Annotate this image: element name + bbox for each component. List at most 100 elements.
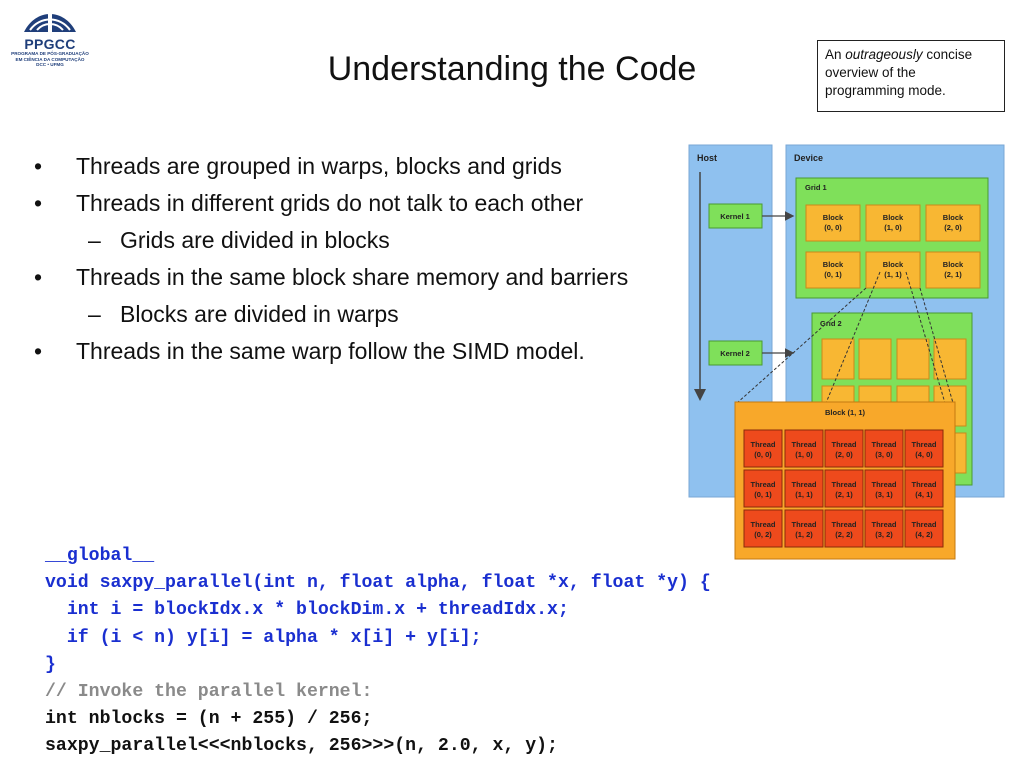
block-zoom-title: Block (1, 1): [825, 408, 866, 417]
ppgcc-logo: PPGCC PROGRAMA DE PÓS-GRADUAÇÃO EM CIÊNC…: [8, 6, 92, 68]
bullet-item: –Blocks are divided in warps: [34, 296, 684, 333]
logo-subtitle-line: PROGRAMA DE PÓS-GRADUAÇÃO: [11, 51, 89, 56]
thread-index-label: (0, 2): [754, 530, 772, 539]
block-word-label: Block: [823, 213, 844, 222]
grid1-block: [865, 204, 921, 242]
note-text: concise overview of the programming mode…: [825, 47, 973, 98]
bullet-item: •Threads are grouped in warps, blocks an…: [34, 148, 684, 185]
thread-index-label: (0, 1): [754, 490, 772, 499]
grid2-label: Grid 2: [820, 319, 842, 328]
grid2-block: [896, 338, 930, 380]
logo-emblem-icon: [24, 12, 76, 32]
note-emphasis: outrageously: [845, 47, 923, 62]
thread-cell: [784, 509, 824, 548]
thread-index-label: (3, 2): [875, 530, 893, 539]
thread-index-label: (1, 2): [795, 530, 813, 539]
thread-word-label: Thread: [831, 520, 856, 529]
zoom-line: [825, 271, 881, 404]
thread-word-label: Thread: [750, 480, 775, 489]
thread-index-label: (4, 1): [915, 490, 933, 499]
grid2-block: [858, 338, 892, 380]
thread-cell: [904, 429, 944, 468]
thread-cell: [824, 429, 864, 468]
thread-cell: [864, 469, 904, 508]
thread-cell: [864, 509, 904, 548]
bullet-dot-icon: •: [34, 190, 43, 216]
thread-word-label: Thread: [911, 480, 936, 489]
logo-dept: DCC • UFMG: [36, 62, 64, 67]
thread-word-label: Thread: [911, 520, 936, 529]
thread-cell: [784, 429, 824, 468]
bullet-text: Blocks are divided in warps: [120, 301, 399, 327]
bullet-dash-icon: –: [88, 301, 101, 327]
thread-word-label: Thread: [750, 440, 775, 449]
thread-word-label: Thread: [831, 480, 856, 489]
bullet-text: Threads in different grids do not talk t…: [76, 190, 584, 216]
block-index-label: (0, 0): [824, 223, 842, 232]
thread-word-label: Thread: [791, 480, 816, 489]
bullet-list: •Threads are grouped in warps, blocks an…: [34, 148, 684, 370]
bullet-text: Threads in the same block share memory a…: [76, 264, 629, 290]
thread-cell: [743, 469, 783, 508]
block-index-label: (1, 0): [884, 223, 902, 232]
bullet-dot-icon: •: [34, 153, 43, 179]
grid1-label: Grid 1: [805, 183, 827, 192]
bullet-dot-icon: •: [34, 264, 43, 290]
thread-cell: [824, 469, 864, 508]
note-box: An outrageously concise overview of the …: [817, 40, 1005, 112]
block-index-label: (0, 1): [824, 270, 842, 279]
block-word-label: Block: [883, 260, 904, 269]
thread-word-label: Thread: [871, 440, 896, 449]
kernel2-label: Kernel 2: [720, 349, 750, 358]
device-label: Device: [794, 153, 823, 163]
grid2-block: [821, 338, 855, 380]
thread-index-label: (1, 1): [795, 490, 813, 499]
thread-word-label: Thread: [911, 440, 936, 449]
thread-cell: [784, 469, 824, 508]
block-index-label: (2, 0): [944, 223, 962, 232]
grid1-block: [925, 251, 981, 289]
code-line: if (i < n) y[i] = alpha * x[i] + y[i];: [45, 627, 482, 648]
bullet-dot-icon: •: [34, 338, 43, 364]
thread-index-label: (0, 0): [754, 450, 772, 459]
block-word-label: Block: [943, 213, 964, 222]
thread-index-label: (2, 0): [835, 450, 853, 459]
zoom-line: [905, 271, 946, 404]
block-index-label: (2, 1): [944, 270, 962, 279]
bullet-item: • Threads in the same block share memory …: [34, 259, 684, 296]
thread-cell: [743, 509, 783, 548]
bullet-item: • Threads in different grids do not talk …: [34, 185, 684, 222]
code-line: int nblocks = (n + 255) / 256;: [45, 709, 373, 730]
thread-cell: [904, 469, 944, 508]
slide-title: Understanding the Code: [327, 50, 697, 88]
code-line: __global__: [45, 546, 155, 566]
logo-subtitle: PROGRAMA DE PÓS-GRADUAÇÃO EM CIÊNCIA DA …: [8, 51, 92, 62]
thread-word-label: Thread: [791, 440, 816, 449]
kernel1-box: [708, 203, 763, 229]
logo-subtitle-line: EM CIÊNCIA DA COMPUTAÇÃO: [15, 56, 85, 62]
thread-word-label: Thread: [750, 520, 775, 529]
thread-index-label: (2, 1): [835, 490, 853, 499]
thread-word-label: Thread: [791, 520, 816, 529]
code-line: }: [45, 654, 56, 675]
thread-word-label: Thread: [871, 520, 896, 529]
grid1-block: [805, 204, 861, 242]
thread-index-label: (3, 0): [875, 450, 893, 459]
thread-index-label: (4, 2): [915, 530, 933, 539]
grid2-block: [933, 338, 967, 380]
block-word-label: Block: [883, 213, 904, 222]
block-word-label: Block: [823, 260, 844, 269]
bullet-text: Threads in the same warp follow the SIMD…: [76, 338, 585, 364]
logo-name: PPGCC: [24, 36, 76, 52]
code-line: saxpy_parallel<<<nblocks, 256>>>(n, 2.0,…: [45, 736, 558, 757]
host-label: Host: [697, 153, 717, 163]
thread-cell: [743, 429, 783, 468]
thread-index-label: (2, 2): [835, 530, 853, 539]
code-line: int i = blockIdx.x * blockDim.x + thread…: [45, 600, 569, 621]
code-line: // Invoke the parallel kernel:: [45, 682, 373, 703]
bullet-text: Grids are divided in blocks: [120, 227, 390, 253]
block-index-label: (1, 1): [884, 270, 902, 279]
block-word-label: Block: [943, 260, 964, 269]
grid1-block: [865, 251, 921, 289]
